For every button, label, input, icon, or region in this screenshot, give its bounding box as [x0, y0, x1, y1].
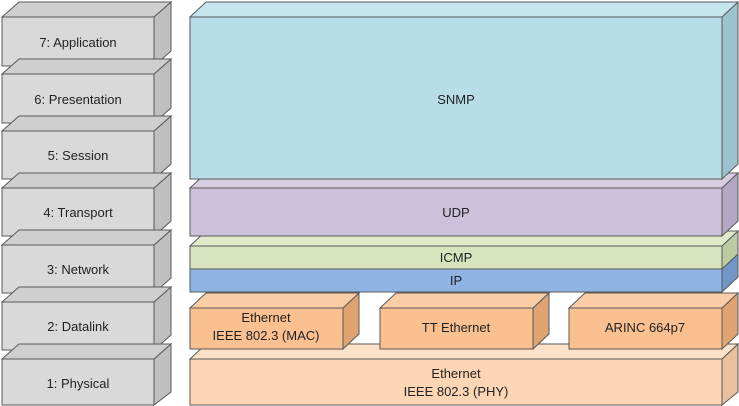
snmp-label: SNMP	[437, 92, 475, 107]
udp-block: UDP	[188, 171, 739, 238]
osi-layer-6-label: 6: Presentation	[34, 92, 121, 107]
ethernet-phy-block: Ethernet IEEE 802.3 (PHY)	[188, 342, 739, 406]
ethernet-phy-label-line2: IEEE 802.3 (PHY)	[404, 384, 509, 399]
osi-layer-7-label: 7: Application	[39, 35, 116, 50]
osi-layer-3-label: 3: Network	[47, 262, 110, 277]
snmp-block: SNMP	[188, 0, 739, 181]
osi-layer-5: 5: Session	[0, 114, 173, 181]
osi-layer-3: 3: Network	[0, 228, 173, 295]
osi-layer-4: 4: Transport	[0, 171, 173, 238]
osi-layer-6: 6: Presentation	[0, 57, 173, 125]
ethernet-phy-label-line1: Ethernet	[431, 366, 481, 381]
ip-label: IP	[450, 273, 462, 288]
osi-layer-1: 1: Physical	[0, 342, 173, 406]
osi-layer-2-label: 2: Datalink	[47, 319, 109, 334]
arinc-block: ARINC 664p7	[567, 291, 739, 351]
tt-ethernet-label: TT Ethernet	[422, 320, 491, 335]
ethernet-mac-block: Ethernet IEEE 802.3 (MAC)	[188, 291, 361, 351]
osi-layer-2: 2: Datalink	[0, 285, 173, 352]
osi-layer-4-label: 4: Transport	[43, 205, 113, 220]
udp-label: UDP	[442, 205, 469, 220]
osi-layer-5-label: 5: Session	[48, 148, 109, 163]
osi-layer-7: 7: Application	[0, 0, 173, 68]
ethernet-mac-label-line1: Ethernet	[241, 310, 291, 325]
osi-layer-1-label: 1: Physical	[47, 376, 110, 391]
icmp-label: ICMP	[440, 250, 473, 265]
icmp-block: ICMP	[188, 229, 739, 271]
tt-ethernet-block: TT Ethernet	[378, 291, 551, 351]
arinc-label: ARINC 664p7	[605, 320, 685, 335]
ethernet-mac-label-line2: IEEE 802.3 (MAC)	[213, 328, 320, 343]
